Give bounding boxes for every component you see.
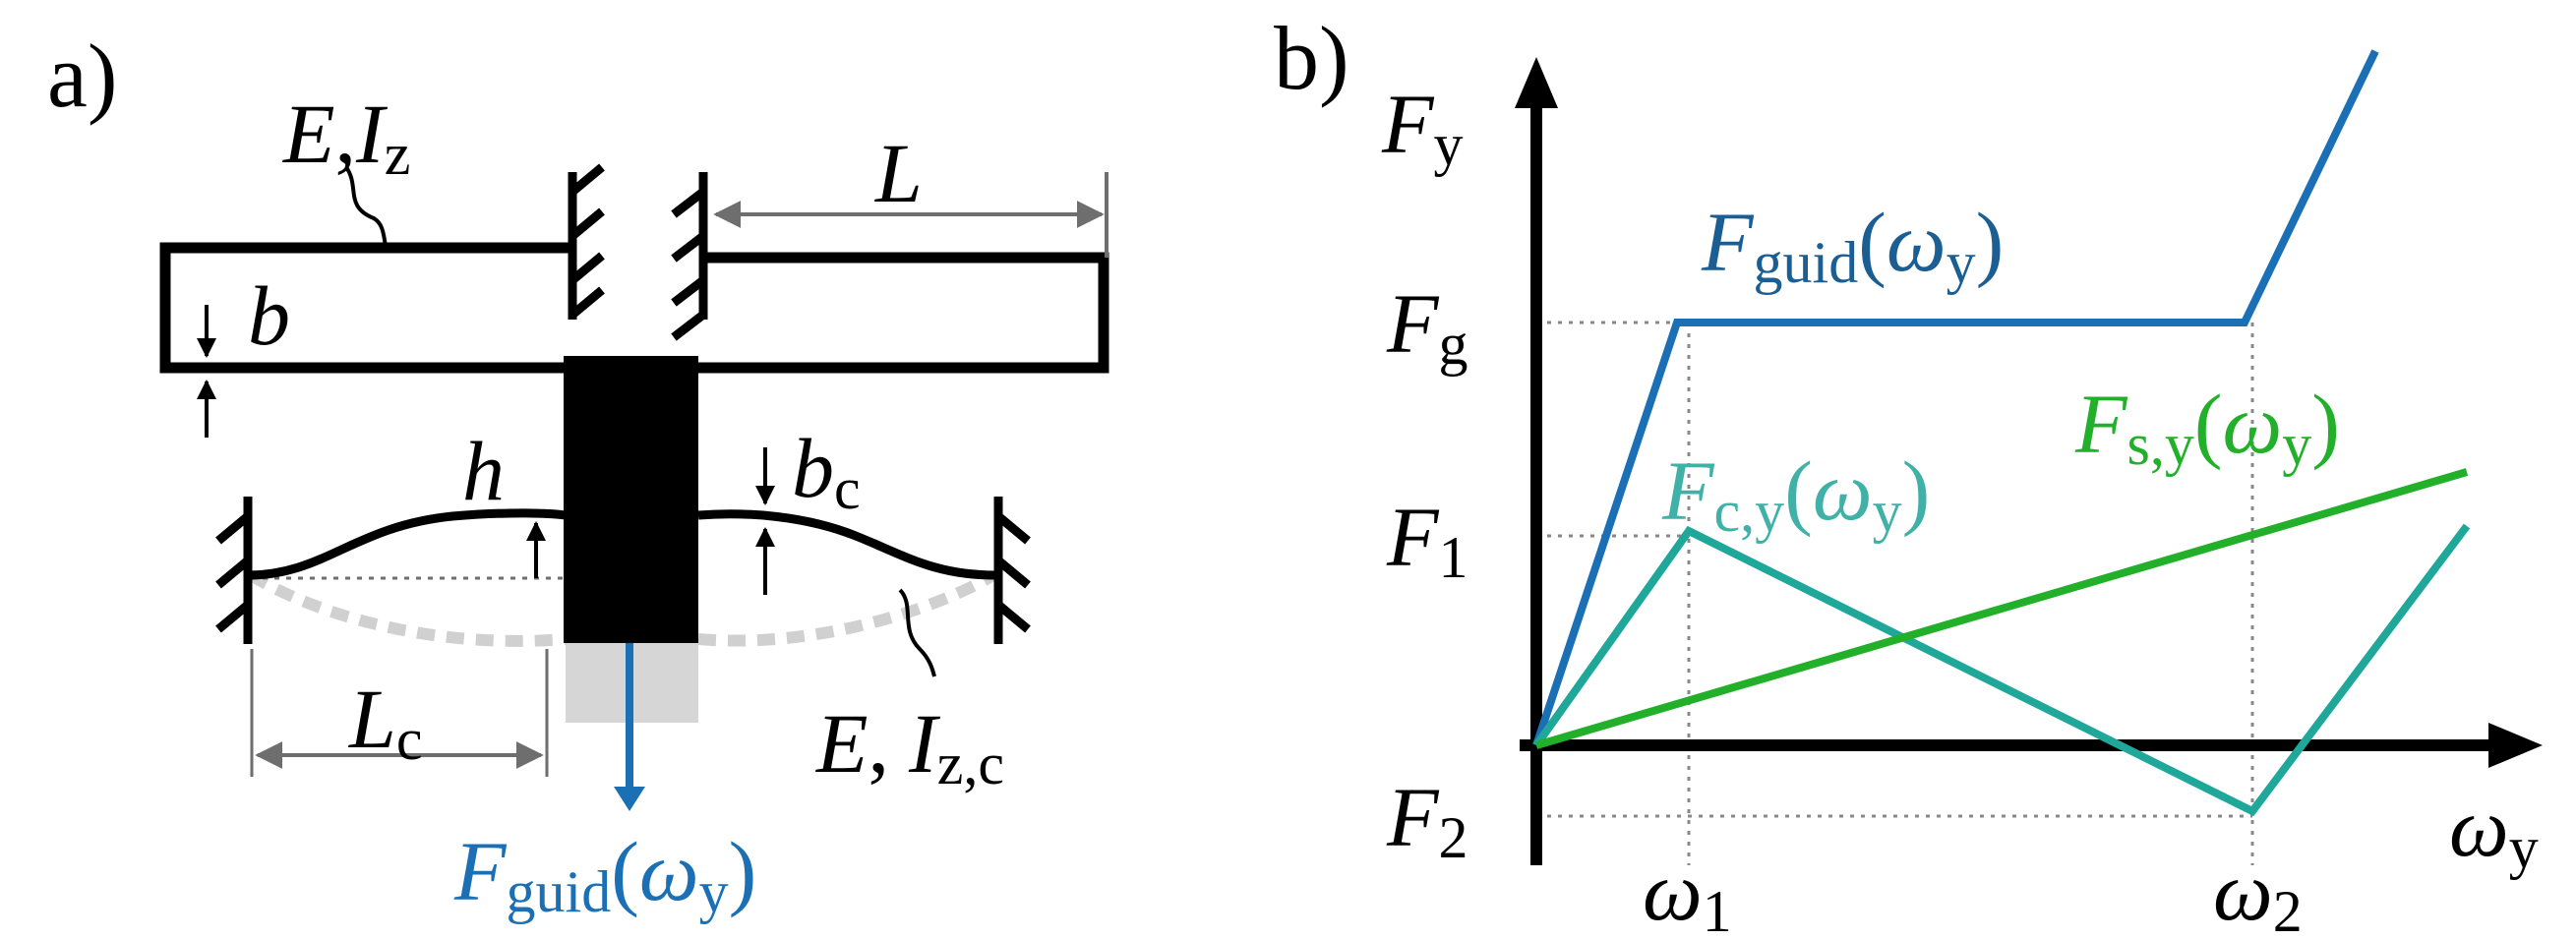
y-tick-Fg: Fg [1386, 276, 1468, 377]
compliant-leader-line [898, 588, 936, 677]
upper-right-clamp [671, 172, 708, 341]
right-compliant-ghost [697, 569, 997, 647]
panel-b-label: b) [1274, 8, 1349, 108]
y-tick-F2: F2 [1386, 770, 1468, 870]
x-axis-arrowhead [2488, 723, 2543, 768]
compliant-length-label: Lc [347, 672, 422, 772]
upper-left-clamp [568, 163, 605, 320]
curve-F-guid [1532, 49, 2379, 747]
curve-label-F-cy: Fc,y(ωy) [1661, 443, 1930, 544]
left-guide-beam [159, 242, 572, 374]
thickness-b-label: b [248, 268, 290, 363]
right-compliant-beam [697, 509, 996, 580]
y-axis-arrowhead [1515, 57, 1558, 108]
curve-F-cy [1532, 523, 2471, 817]
beam-properties-label: E,Iz [281, 87, 410, 187]
curve-label-F-sy: Fs,y(ωy) [2074, 377, 2340, 477]
right-guide-beam [693, 252, 1109, 374]
x-tick-omega1: ω1 [1643, 844, 1732, 940]
curve-label-F-guid: Fguid(ωy) [1701, 195, 2004, 295]
curve-F-sy [1534, 468, 2469, 749]
length-L-label: L [873, 126, 923, 220]
lower-left-clamp [215, 497, 253, 644]
force-arrow-head [614, 787, 645, 811]
y-axis-label: Fy [1381, 77, 1464, 177]
beam-leader-line [344, 165, 388, 247]
panel-a: a) E,Iz L b [47, 26, 1109, 924]
x-axis-label: ωy [2449, 780, 2539, 880]
lower-right-clamp [993, 497, 1031, 644]
compliant-thickness-label: bc [792, 421, 861, 521]
compliant-properties-label: E,Iz,c [814, 696, 1004, 796]
panel-b: b) Fy ωy Fg F1 F2 ω1 ω2 Fguid(ωy) Fc,y(ω… [1274, 8, 2543, 940]
x-tick-omega2: ω2 [2213, 844, 2303, 940]
shuttle-block [564, 356, 698, 643]
force-label: Fguid(ωy) [453, 824, 756, 924]
panel-a-label: a) [47, 26, 117, 126]
guide-lines [1536, 321, 2254, 865]
y-tick-F1: F1 [1386, 490, 1468, 590]
left-compliant-beam [247, 508, 567, 580]
height-h-label: h [462, 424, 505, 518]
left-compliant-ghost [247, 569, 567, 647]
